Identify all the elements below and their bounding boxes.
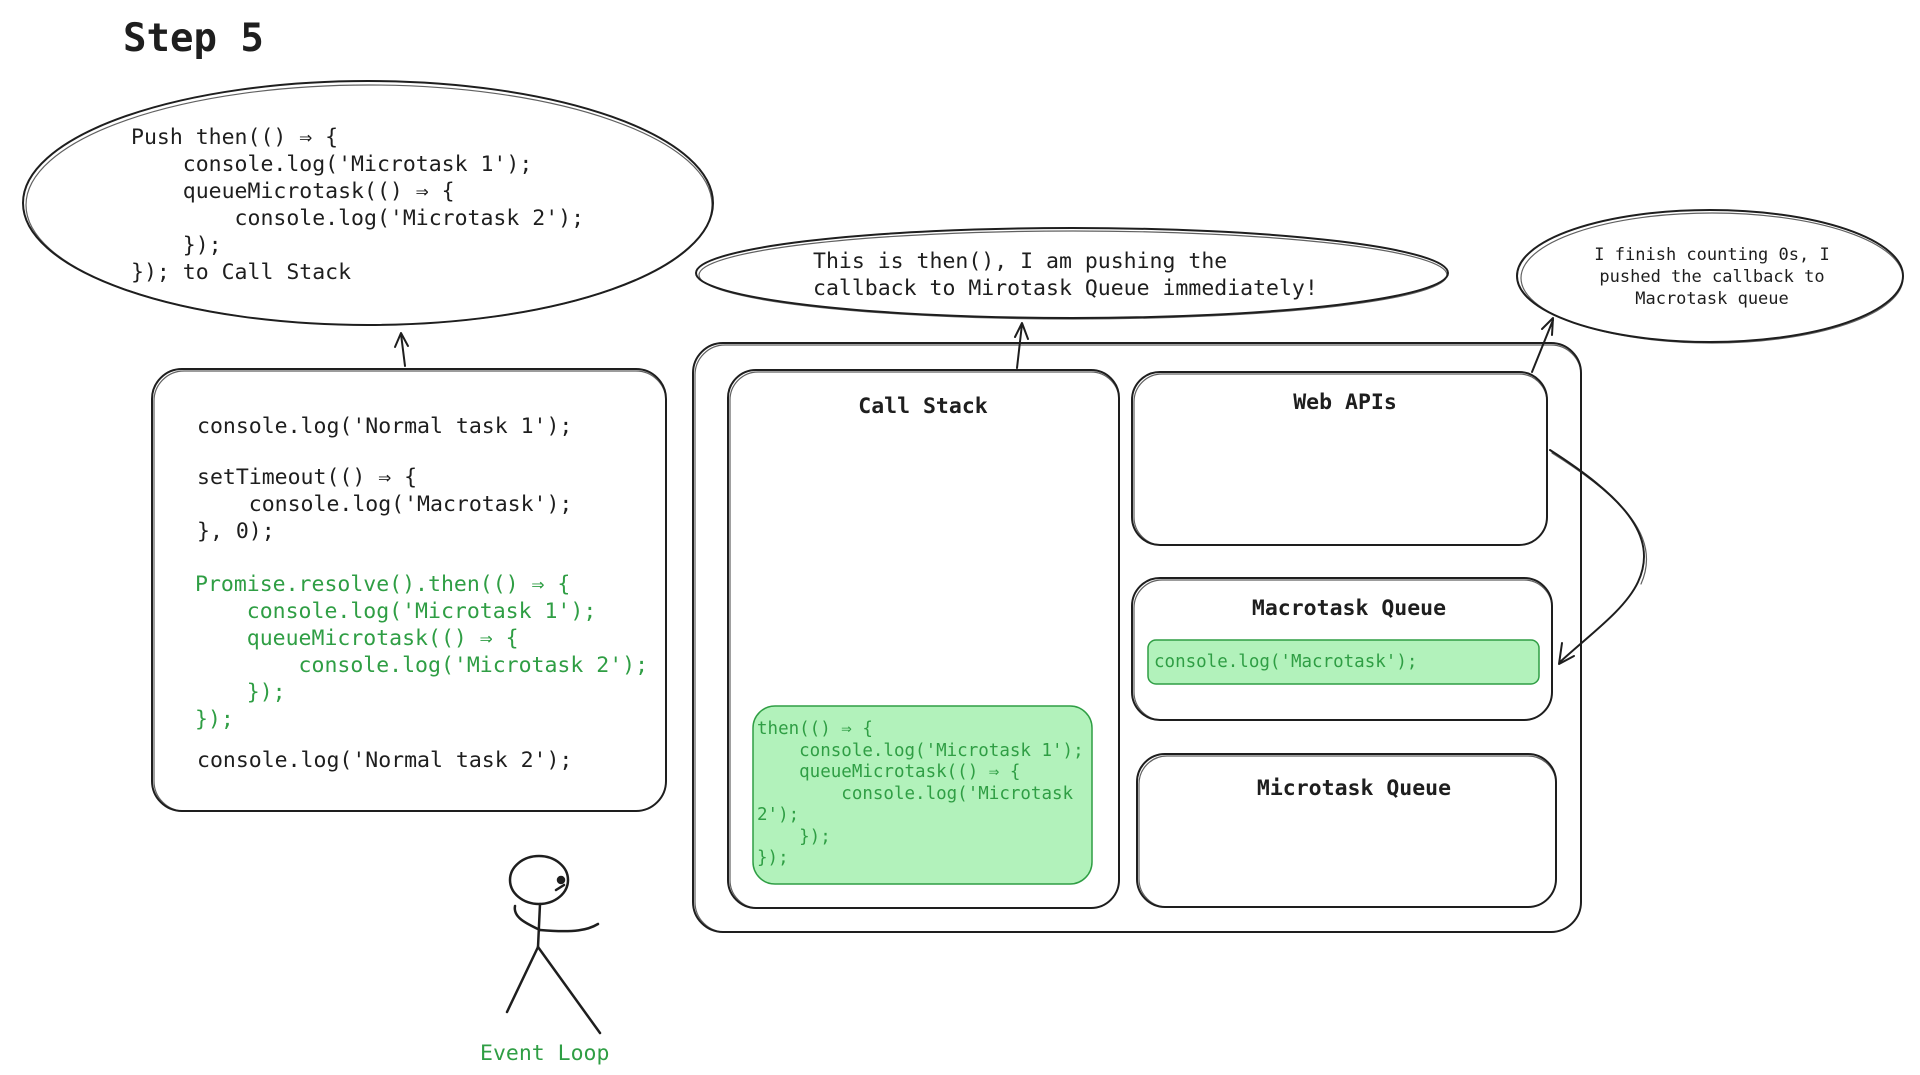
call-stack-box	[727, 369, 1120, 909]
arrow-web-apis-to-macrotask	[1549, 449, 1648, 665]
macrotask-queue-title: Macrotask Queue	[1251, 596, 1447, 621]
code-line-normal-2: console.log('Normal task 2');	[197, 748, 573, 773]
event-loop-figure	[505, 854, 602, 1035]
macrotask-item-text: console.log('Macrotask');	[1154, 652, 1418, 672]
then-note-text: This is then(), I am pushing the callbac…	[813, 249, 1318, 301]
event-loop-label: Event Loop	[480, 1041, 610, 1066]
call-stack-title: Call Stack	[858, 394, 988, 419]
macrotask-item-highlight	[1147, 639, 1540, 685]
call-stack-note-bubble	[22, 80, 714, 326]
web-api-note-text: I finish counting 0s, I pushed the callb…	[1594, 245, 1830, 309]
code-block-timeout: setTimeout(() ⇒ { console.log('Macrotask…	[197, 465, 573, 544]
then-note-bubble	[695, 227, 1449, 320]
macrotask-queue-box	[1131, 577, 1553, 721]
microtask-queue-box	[1136, 753, 1557, 908]
arrow-web-apis-to-bubble	[1531, 317, 1554, 373]
web-apis-box	[1131, 371, 1548, 546]
web-api-note-bubble	[1516, 209, 1904, 344]
call-stack-item-highlight	[752, 705, 1093, 885]
call-stack-item-text: then(() ⇒ { console.log('Microtask 1'); …	[757, 719, 1084, 868]
web-apis-title: Web APIs	[1293, 390, 1397, 415]
microtask-queue-title: Microtask Queue	[1256, 776, 1452, 801]
code-line-normal-1: console.log('Normal task 1');	[197, 414, 573, 439]
arrow-call-stack-to-bubble	[1014, 322, 1029, 369]
code-block-promise: Promise.resolve().then(() ⇒ { console.lo…	[195, 572, 649, 732]
source-code-box	[151, 368, 667, 812]
step-title: Step 5	[123, 16, 264, 61]
arrow-code-to-bubble	[394, 332, 409, 367]
call-stack-note-text: Push then(() ⇒ { console.log('Microtask …	[131, 125, 585, 285]
runtime-container	[692, 342, 1582, 933]
